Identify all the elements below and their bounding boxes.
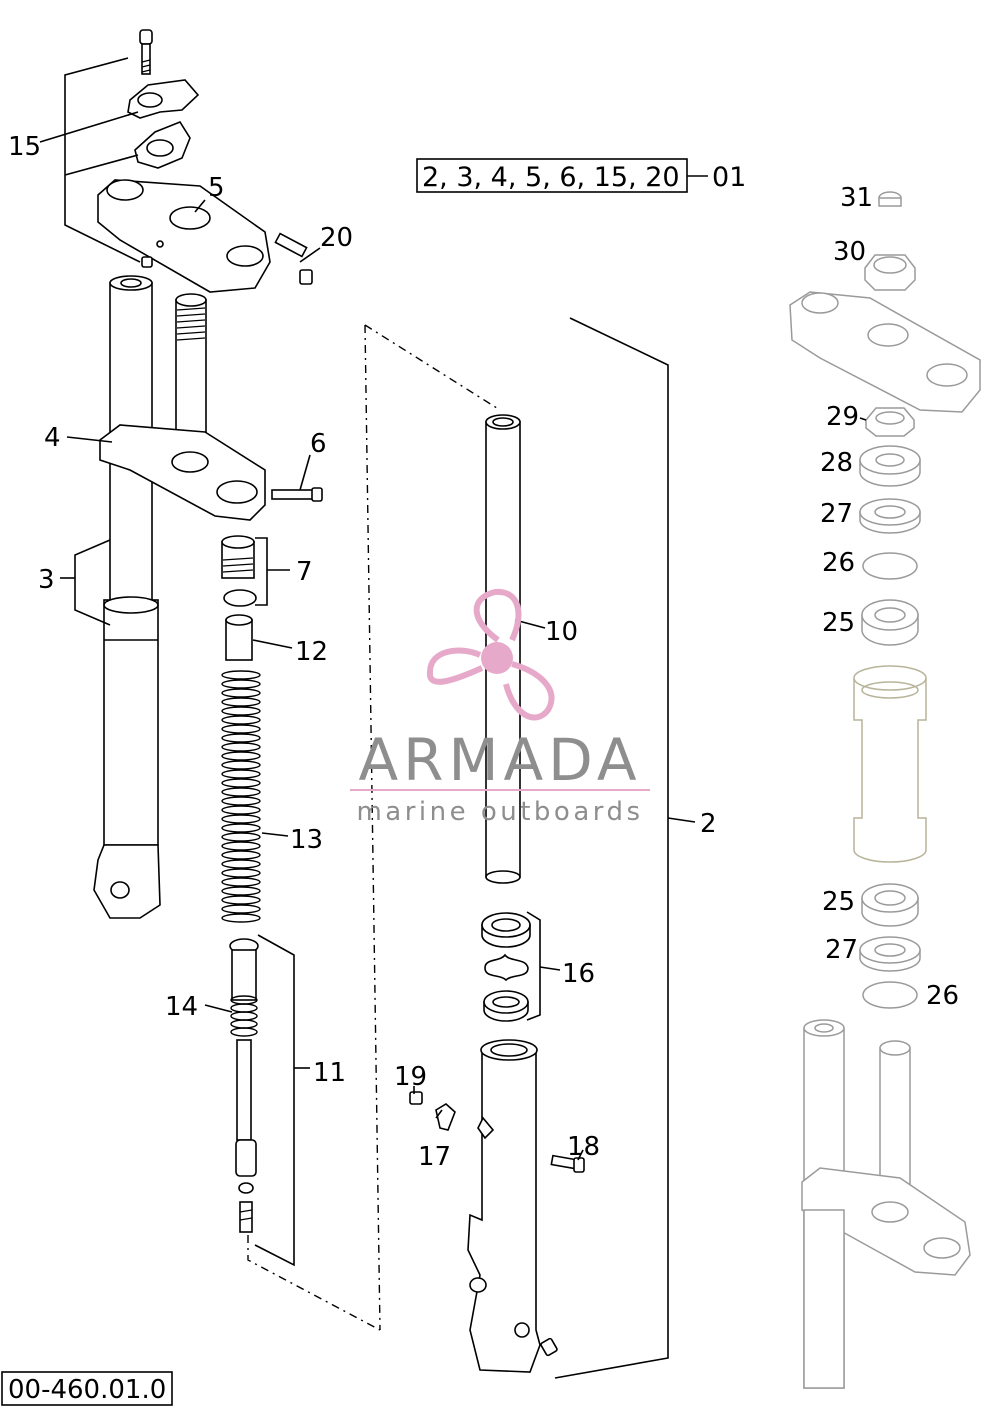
- callout-20: 20: [320, 223, 353, 253]
- callout-25b: 25: [822, 887, 855, 917]
- outer-slider-2: [467, 1039, 558, 1373]
- callout-29: 29: [826, 402, 859, 432]
- callout-30: 30: [833, 237, 866, 267]
- center-fork-assembly: [409, 414, 585, 1373]
- callout-11: 11: [313, 1058, 346, 1088]
- callout-labels: 15 5 20 4 6 3 7 12 13 14 11 10 2 16 19 1…: [8, 132, 959, 1172]
- callout-6: 6: [310, 429, 327, 459]
- callout-16: 16: [562, 959, 595, 989]
- callout-18: 18: [567, 1132, 600, 1162]
- callout-28: 28: [820, 448, 853, 478]
- washer-28: [859, 445, 921, 487]
- kit-callout: [416, 158, 708, 193]
- watermark-title: ARMADA: [358, 726, 641, 794]
- fork-cap-7: [221, 535, 257, 607]
- right-bearing-assembly: [789, 191, 981, 1389]
- clamp-bolt-20: [274, 232, 313, 285]
- kit-number: 01: [712, 162, 746, 193]
- center-leader-lines: [413, 317, 696, 1379]
- leader-lines: [39, 57, 501, 1331]
- lower-triple-clamp: [99, 424, 266, 521]
- callout-27a: 27: [820, 499, 853, 529]
- diagram-code-box: 00-460.01.0: [1, 1371, 173, 1406]
- damper-rod-14: [229, 938, 259, 1233]
- callout-4: 4: [44, 423, 61, 453]
- nut-30: [864, 254, 916, 291]
- kit-members: 2, 3, 4, 5, 6, 15, 20: [422, 162, 680, 193]
- handlebar-clamp-set: [127, 29, 200, 169]
- callout-17: 17: [418, 1142, 451, 1172]
- callout-15: 15: [8, 132, 41, 162]
- callout-10: 10: [545, 617, 578, 647]
- seal-27a: [859, 498, 921, 534]
- callout-31: 31: [840, 183, 873, 213]
- callout-19: 19: [394, 1062, 427, 1092]
- callout-7: 7: [296, 557, 313, 587]
- callout-26b: 26: [926, 981, 959, 1011]
- callout-3: 3: [38, 565, 55, 595]
- spring-13: [221, 670, 261, 923]
- callout-27b: 27: [825, 935, 858, 965]
- o-ring-26a: [862, 552, 918, 580]
- seal-27b: [859, 936, 921, 972]
- head-tube-faint: [853, 665, 927, 863]
- spacer-12: [225, 614, 253, 661]
- left-fork-assembly: [93, 29, 323, 1233]
- seal-kit-16: [481, 912, 531, 1022]
- callout-25a: 25: [822, 608, 855, 638]
- callout-5: 5: [208, 173, 225, 203]
- watermark-subtitle: marine outboards: [356, 797, 643, 827]
- callout-12: 12: [295, 637, 328, 667]
- callout-26a: 26: [822, 548, 855, 578]
- right-leader-lines: [859, 417, 867, 421]
- cap-31: [878, 191, 902, 207]
- callout-14: 14: [165, 992, 198, 1022]
- bearing-25b: [861, 883, 919, 927]
- callout-2: 2: [700, 809, 717, 839]
- clamp-bolt-6: [271, 487, 323, 502]
- armada-watermark: ARMADA marine outboards: [350, 588, 650, 827]
- upper-crown-ghost: [789, 291, 981, 413]
- lower-fork-ghost: [801, 1019, 971, 1389]
- fork-leg-3: [93, 275, 161, 919]
- bearing-25a: [861, 599, 919, 646]
- propeller-logo-icon: [427, 588, 555, 721]
- nut-29: [865, 407, 915, 437]
- o-ring-26b: [862, 981, 918, 1009]
- diagram-code: 00-460.01.0: [8, 1375, 166, 1405]
- steering-stem: [175, 293, 207, 441]
- callout-13: 13: [290, 825, 323, 855]
- upper-triple-clamp: [97, 179, 271, 293]
- kit-label: 2, 3, 4, 5, 6, 15, 20 01: [422, 162, 746, 193]
